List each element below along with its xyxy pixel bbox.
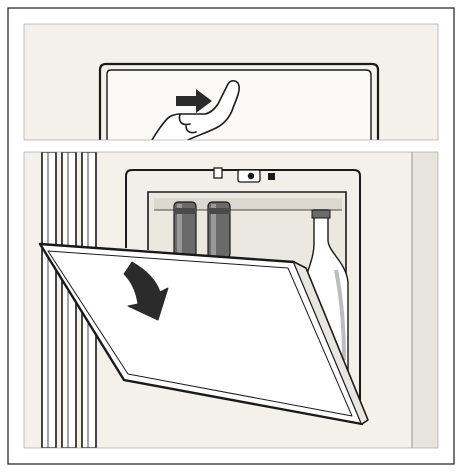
shelf-back (154, 198, 342, 210)
side-cabinet (412, 152, 438, 448)
bottom-panel-border (23, 151, 439, 449)
door-panel (106, 69, 372, 140)
top-panel (24, 24, 438, 140)
flap-edge (293, 261, 369, 425)
pointing-hand-icon (151, 80, 240, 140)
top-panel-border (23, 23, 439, 141)
latch-icon (213, 167, 223, 179)
push-arrow-icon (176, 89, 212, 113)
bottom-panel (24, 152, 438, 448)
indicator-icon (268, 173, 275, 180)
down-arrow-icon (123, 261, 169, 321)
